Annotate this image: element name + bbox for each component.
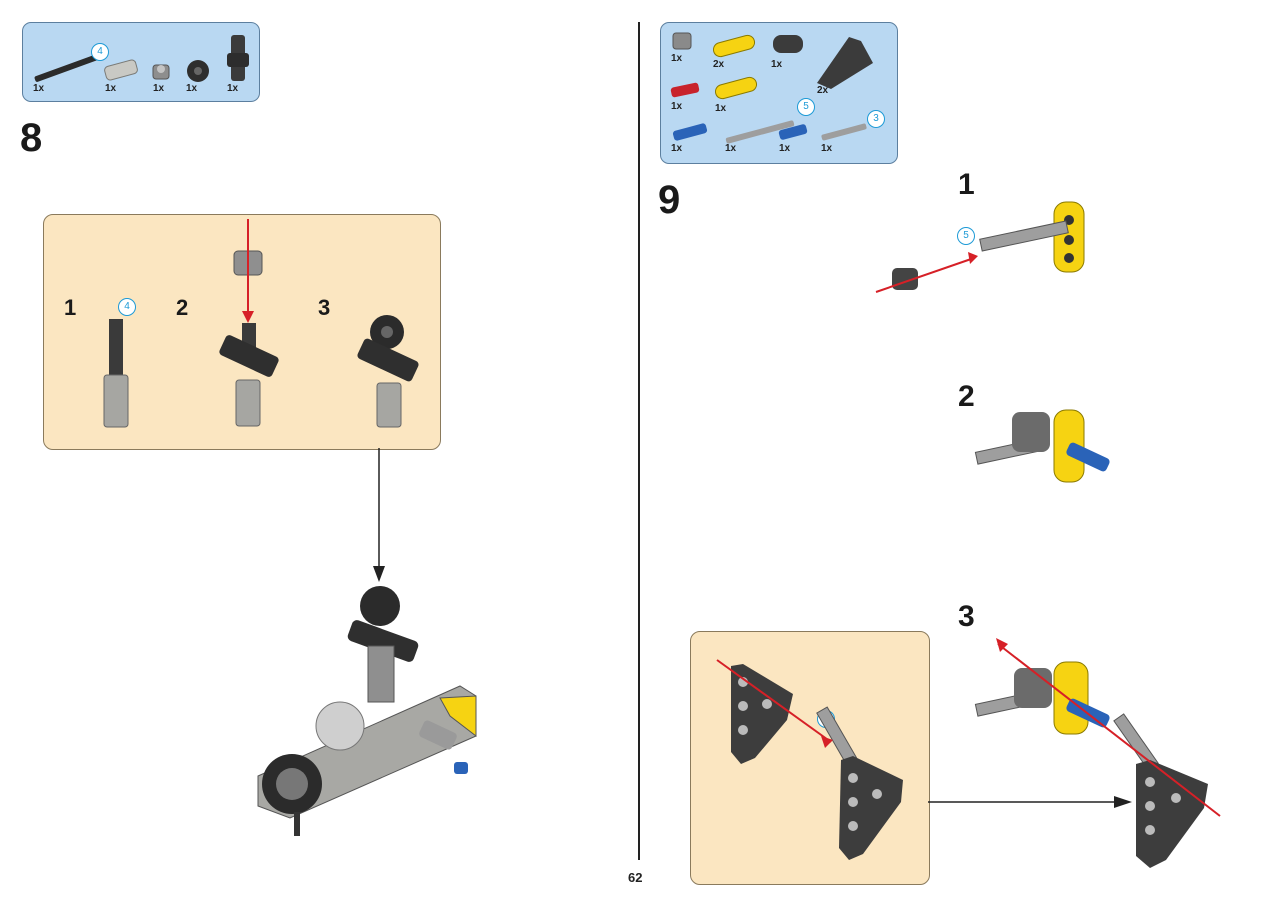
step8-parts-list: 4 1x 1x 1x 1x 1x (22, 22, 260, 102)
gear-on-cross-block-icon (357, 315, 419, 428)
step8-part-qty: 1x (153, 83, 165, 94)
step9-callout-art (716, 659, 903, 860)
step9-part-qty: 1x (821, 143, 833, 154)
page-divider (638, 22, 640, 860)
grey-axle-part-icon (821, 123, 867, 141)
step9-subassembly-callout: 3 (690, 631, 930, 885)
step8-part-qty: 1x (186, 83, 198, 94)
page-number: 62 (628, 870, 643, 885)
step8-parts-length-badge: 4 (91, 43, 109, 61)
gearbox-assembly-icon (257, 586, 477, 836)
step8-axle-length-badge: 4 (118, 298, 136, 316)
triangle-beam-part-icon (817, 37, 873, 89)
step9-part-qty: 2x (713, 59, 725, 70)
step8-number: 8 (20, 116, 43, 160)
step8-subassembly-callout: 1 2 3 4 (43, 214, 441, 450)
step8-substep-3: 3 (318, 295, 331, 320)
step9-number: 9 (658, 178, 681, 222)
red-axle-pin-part-icon (670, 82, 700, 98)
step8-substep-1: 1 (64, 295, 77, 320)
step8-callout-art (103, 219, 419, 428)
yellow-beam-part-icon (714, 76, 758, 100)
triangle-beam-with-axle-icon (816, 706, 903, 860)
step8-part-qty: 1x (33, 83, 45, 94)
pin-connector-part-icon (672, 32, 692, 50)
step9-substep1-art (875, 201, 1085, 293)
step8-assembly-art (257, 586, 477, 836)
step9-substep2-art (974, 409, 1110, 483)
bush-part-icon (104, 59, 138, 81)
step9-substep-3: 3 (958, 600, 975, 633)
step8-connector-arrow (373, 448, 385, 582)
axle-with-cross-block-icon (219, 219, 279, 427)
step9-part-qty: 1x (671, 53, 683, 64)
step9-part-qty: 1x (671, 101, 683, 112)
pin-part-icon (152, 64, 170, 80)
step9-axle-length-badge: 5 (957, 227, 975, 245)
axle-part-icon (34, 54, 100, 82)
grey-axle-part-icon (725, 120, 795, 144)
blue-axle-pin-part-icon (672, 123, 708, 141)
step9-part-qty: 1x (725, 143, 737, 154)
step9-connector-arrow (928, 796, 1132, 808)
final-beam-assembly-icon (974, 638, 1221, 868)
step9-length-badge-5: 5 (797, 98, 815, 116)
step8-part-qty: 1x (227, 83, 239, 94)
axle-with-bush-icon (103, 319, 129, 428)
yellow-beam-with-axle-icon (875, 201, 1085, 293)
yellow-beam-part-icon (712, 34, 756, 58)
step9-substep3-art (974, 638, 1221, 868)
step9-part-qty: 1x (779, 143, 791, 154)
step9-length-badge-3: 3 (867, 110, 885, 128)
step9-part-qty: 2x (817, 85, 829, 96)
step9-substep-1: 1 (958, 168, 975, 201)
step9-part-qty: 1x (671, 143, 683, 154)
blue-pin-part-icon (778, 124, 808, 140)
gear-part-icon (187, 60, 209, 82)
triangle-beam-icon (731, 664, 793, 764)
step9-substep-2: 2 (958, 380, 975, 413)
cross-block-part-icon (227, 35, 249, 81)
step8-substep-2: 2 (176, 295, 189, 320)
yellow-beam-with-connector-icon (974, 409, 1110, 483)
dark-connector-part-icon (773, 35, 803, 53)
step8-parts-art (34, 35, 249, 82)
step9-parts-art (670, 32, 873, 144)
step9-parts-list: 1x 2x 1x 2x 1x 1x 1x 1x 1x 1x 5 3 (660, 22, 898, 164)
step9-part-qty: 1x (715, 103, 727, 114)
step9-part-qty: 1x (771, 59, 783, 70)
step8-part-qty: 1x (105, 83, 117, 94)
